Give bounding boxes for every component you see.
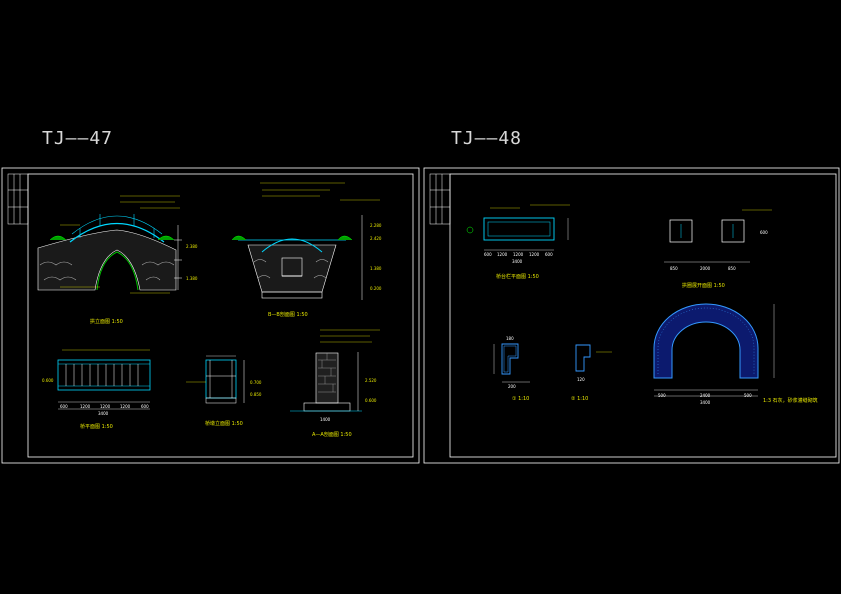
level-label: 0.700: [250, 380, 262, 385]
view-caption-section-b: B—B剖面图 1:50: [268, 311, 308, 318]
level-label: 0.600: [365, 398, 377, 403]
dimension-label: 3400: [512, 259, 523, 264]
bridge-plan-view: 600 1200 1200 1200 600 3400 0.600 桥平面图 1…: [42, 349, 151, 430]
level-label: 2.380: [186, 244, 198, 249]
dimension-label: 600: [760, 230, 768, 235]
dimension-label: 850: [728, 266, 736, 271]
detail-2-view: 120 ② 1:10: [571, 344, 612, 402]
posts-view: 850 2000 850 600 拱圈展开面图 1:50: [664, 209, 772, 289]
dimension-label: 1200: [80, 404, 91, 409]
level-label: 0.850: [250, 392, 262, 397]
sheet-tj47: 2.380 1.380 拱立面图 1:50 2.280 2.420 1.380 …: [1, 167, 420, 464]
sheet-tj48: 600 1200 1200 1200 600 3400 桥台栏平面图 1:50 …: [423, 167, 840, 464]
title-block-strip: [429, 173, 451, 225]
dimension-label: 600: [484, 252, 492, 257]
dimension-label: 200: [508, 384, 516, 389]
view-caption-side: 桥墩立面图 1:50: [205, 420, 243, 427]
level-label: 2.520: [365, 378, 377, 383]
view-caption-front: 拱立面图 1:50: [90, 318, 123, 325]
dimension-label: 1200: [513, 252, 524, 257]
level-label: 1.380: [370, 266, 382, 271]
sheet-inner-border: [27, 173, 414, 458]
dimension-label: 850: [670, 266, 678, 271]
sheet-outer-border: [1, 167, 420, 464]
arch-front-elevation: 2.380 1.380 拱立面图 1:50: [37, 195, 198, 325]
dimension-label: 120: [577, 377, 585, 382]
dimension-label: 500: [744, 393, 752, 398]
level-label: 0.200: [370, 286, 382, 291]
dimension-label: 180: [506, 336, 514, 341]
dimension-label: 1200: [529, 252, 540, 257]
sheet-label-tj48: TJ——48: [451, 128, 523, 149]
dimension-label: 1200: [120, 404, 131, 409]
sheet-inner-border: [449, 173, 837, 458]
dimension-label: 600: [60, 404, 68, 409]
beam-plan-view: 600 1200 1200 1200 600 3400 桥台栏平面图 1:50: [466, 204, 570, 280]
view-caption-posts: 拱圈展开面图 1:50: [682, 282, 725, 289]
dimension-label: 3400: [98, 411, 109, 416]
level-label: 2.280: [370, 223, 382, 228]
sheet-label-tj47: TJ——47: [42, 128, 114, 149]
view-caption-detail-1: ① 1:10: [512, 396, 529, 402]
dimension-label: 600: [141, 404, 149, 409]
dimension-label: 2000: [700, 266, 711, 271]
dimension-label: 1400: [320, 417, 331, 422]
dimension-label: 1200: [100, 404, 111, 409]
title-block-strip: [7, 173, 29, 225]
dimension-label: 500: [658, 393, 666, 398]
construction-note: 1:3 石灰，砂浆灌缝砌筑: [763, 397, 818, 404]
pier-side-elevation: 0.700 0.850 桥墩立面图 1:50: [186, 355, 262, 427]
dimension-label: 1200: [497, 252, 508, 257]
view-caption-section-a: A—A剖面图 1:50: [312, 431, 352, 438]
view-caption-detail-2: ② 1:10: [571, 396, 588, 402]
arch-ring-view: 500 2400 500 3400 1:3 石灰，砂浆灌缝砌筑: [653, 303, 818, 405]
section-a-view: 2.520 0.600 1400 A—A剖面图 1:50: [290, 329, 380, 438]
section-b-view: 2.280 2.420 1.380 0.200 B—B剖面图 1:50: [231, 182, 382, 318]
level-label: 0.600: [42, 378, 54, 383]
sheet-outer-border: [423, 167, 840, 464]
dimension-label: 600: [545, 252, 553, 257]
view-caption-plan: 桥平面图 1:50: [80, 423, 113, 430]
view-caption-beam-plan: 桥台栏平面图 1:50: [496, 273, 539, 280]
detail-1-view: 180 200 ① 1:10: [493, 336, 530, 402]
level-label: 1.380: [186, 276, 198, 281]
level-label: 2.420: [370, 236, 382, 241]
dimension-label: 3400: [700, 400, 711, 405]
dimension-label: 2400: [700, 393, 711, 398]
